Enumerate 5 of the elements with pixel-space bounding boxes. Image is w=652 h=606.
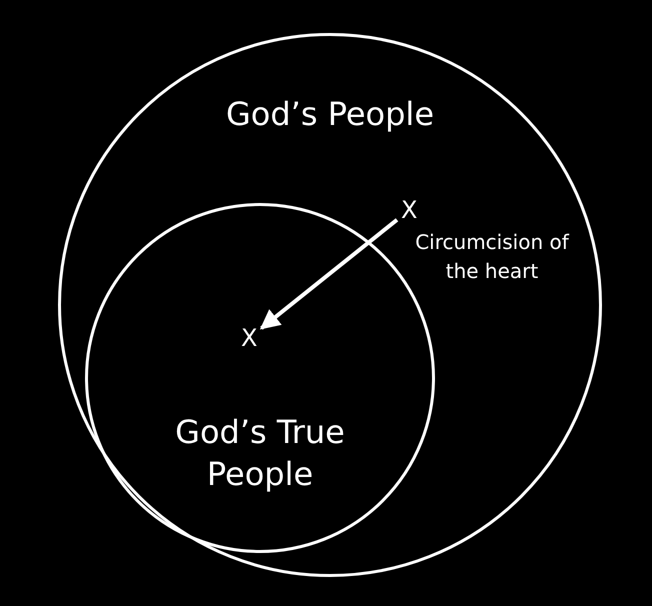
x-mark: X	[241, 324, 258, 352]
arrow	[260, 218, 398, 330]
circle-title: God’s People	[224, 94, 435, 135]
x-mark: X	[401, 196, 418, 224]
circle-title: God’s True People	[174, 412, 346, 495]
